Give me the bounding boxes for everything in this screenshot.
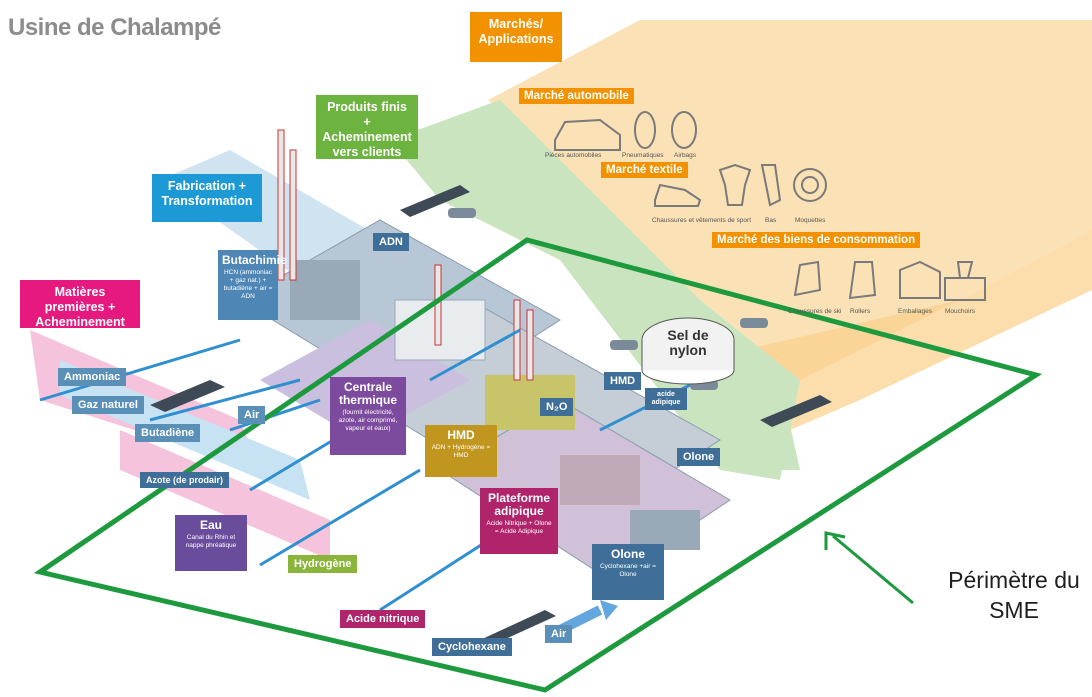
sme-perimeter: [33, 237, 1043, 693]
unit-olone: Olone Cyclohexane +air = Olone: [592, 544, 664, 600]
building-adip: [560, 455, 640, 505]
tire-icon: [634, 111, 656, 149]
caption-tissues: Mouchoirs: [945, 308, 975, 315]
boats: [150, 185, 832, 646]
unit-hmd: HMD ADN + Hydrogène = HMD: [425, 425, 497, 477]
stockings-icon: [760, 164, 782, 207]
unit-eau: Eau Canal du Rhin et nappe phréatique: [175, 515, 247, 571]
unit-centrale-title: Centrale thermique: [338, 380, 397, 407]
input-air: Air: [238, 406, 266, 424]
car-icon: [554, 118, 621, 151]
input-gaz-naturel: Gaz naturel: [72, 396, 144, 414]
unit-eau-title: Eau: [199, 518, 222, 532]
truck-1: [610, 340, 638, 350]
unit-plateforme-title: Plateforme adipique: [487, 491, 551, 518]
chimney-1: [277, 129, 285, 281]
unit-plateforme-desc: Acide Nitrique + Olone = Acide Adipique: [486, 520, 552, 535]
caption-airbags: Airbags: [674, 152, 697, 159]
sme-perimeter-label: Périmètre du SME: [948, 567, 1080, 623]
shirt-icon: [718, 163, 752, 206]
perimeter-arrow: [832, 534, 914, 605]
caption-ski-boots: Chaussures de ski: [788, 308, 842, 315]
boat-1: [150, 380, 225, 412]
sel-de-nylon-label: Sel de nylon: [667, 327, 709, 358]
unit-hmd-title: HMD: [447, 428, 475, 442]
input-azote: Azote (de prodair): [140, 472, 230, 488]
unit-plateforme: Plateforme adipique Acide Nitrique + Olo…: [480, 488, 558, 554]
caption-tires: Pneumatiques: [622, 152, 664, 159]
ski-boot-icon: [793, 260, 822, 297]
chimney-2: [289, 149, 297, 281]
building-buta: [290, 260, 360, 320]
unit-olone-title: Olone: [610, 547, 645, 561]
unit-butachimie-title: Butachimie: [222, 253, 287, 267]
tissue-icon: [944, 261, 986, 301]
market-auto-label: Marché automobile: [519, 88, 634, 104]
caption-stockings: Bas: [765, 217, 777, 224]
chimney-5: [526, 309, 534, 381]
tag-n2o: N₂O: [540, 398, 574, 416]
tag-adn: ADN: [373, 233, 409, 251]
box-icon: [899, 260, 941, 299]
boat-3: [760, 395, 832, 427]
caption-sport-shoes: Chaussures et vêtements de sport: [652, 217, 751, 224]
market-consumer-label: Marché des biens de consommation: [712, 232, 921, 248]
boat-4: [480, 610, 556, 646]
air-arrowhead: [600, 600, 618, 620]
pipes-blue: [39, 338, 521, 612]
airbag-icon: [671, 111, 697, 149]
caption-packaging: Emballages: [898, 308, 932, 315]
boat-2: [400, 185, 470, 217]
caption-rollers: Rollers: [850, 308, 871, 315]
unit-butachimie: Butachimie HCN (ammoniac + gaz nat.) + b…: [218, 250, 287, 320]
truck-4: [448, 208, 476, 218]
category-fabrication: Fabrication + Transformation: [152, 174, 262, 222]
input-ammoniac: Ammoniac: [58, 368, 127, 386]
dome: [641, 317, 735, 370]
category-markets: Marchés/ Applications: [470, 12, 562, 62]
input-cyclohexane: Cyclohexane: [432, 638, 512, 656]
unit-centrale: Centrale thermique (fournit électricité,…: [330, 377, 406, 455]
caption-auto-parts: Pièces automobiles: [545, 152, 602, 159]
unit-centrale-desc: (fournit électricité, azote, air comprim…: [338, 409, 398, 432]
market-icons: [554, 111, 986, 301]
products-band-2: [690, 380, 800, 470]
perimeter-arrowhead: [824, 531, 846, 550]
caption-carpets: Moquettes: [795, 217, 826, 224]
category-finished-products: Produits finis + Acheminement vers clien…: [316, 95, 418, 159]
truck-3: [740, 318, 768, 328]
chimney-4: [513, 299, 521, 381]
unit-butachimie-desc: HCN (ammoniac + gaz nat.) + butadiène + …: [223, 269, 273, 300]
input-acide-nitrique: Acide nitrique: [340, 610, 426, 628]
input-air-2: Air: [545, 625, 573, 643]
tag-acide-adipique: acide adipique: [645, 388, 687, 410]
carpet-icon: [793, 168, 827, 202]
category-raw-materials: Matières premières + Acheminement: [20, 280, 140, 329]
shoe-icon: [654, 183, 702, 207]
page-title: Usine de Chalampé: [8, 14, 221, 41]
tag-olone: Olone: [677, 448, 721, 466]
building-olone: [630, 510, 700, 550]
carpet-icon-inner: [801, 176, 819, 194]
unit-eau-desc: Canal du Rhin et nappe phréatique: [185, 534, 237, 549]
unit-olone-desc: Cyclohexane +air = Olone: [599, 563, 656, 578]
raw-band-2: [120, 430, 330, 560]
roller-icon: [848, 261, 877, 300]
input-hydrogene: Hydrogène: [288, 555, 358, 573]
unit-hmd-desc: ADN + Hydrogène = HMD: [431, 444, 491, 459]
input-butadiene: Butadiène: [135, 424, 201, 442]
tag-hmd: HMD: [604, 372, 642, 390]
market-textile-label: Marché textile: [601, 162, 688, 178]
